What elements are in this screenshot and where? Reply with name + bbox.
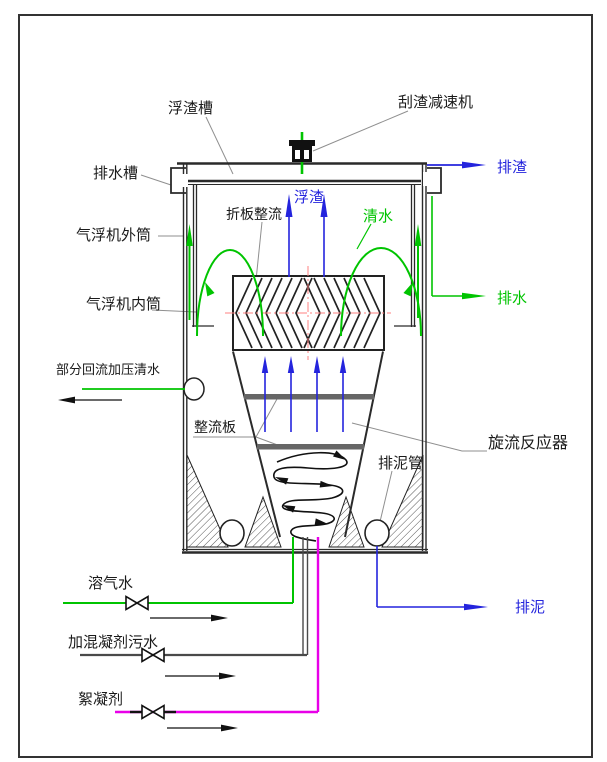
rectifier-plate-lower: [257, 444, 364, 450]
drain-trough-box: [170, 167, 188, 194]
coagulant-sewage-line: [80, 537, 309, 680]
recycle-direction-arrow: [58, 396, 122, 404]
water-out-label: 排水: [497, 290, 527, 307]
scum-trough-label: 浮渣槽: [168, 100, 213, 117]
recycle-water-line: [58, 388, 185, 404]
centerlines: [225, 266, 391, 360]
recycle-inlet-circle: [183, 377, 205, 401]
recycle-water-label: 部分回流加压清水: [56, 362, 160, 377]
valve-icon: [125, 595, 149, 611]
inner-cylinder-label: 气浮机内筒: [86, 296, 161, 313]
clear-water-label: 清水: [363, 208, 393, 225]
cyclone-reactor-funnel: [232, 351, 384, 538]
scum-label: 浮渣: [294, 189, 324, 206]
valve-icon: [141, 647, 165, 663]
flow-direction-arrow: [167, 724, 238, 732]
rectifier-plate-upper: [244, 394, 374, 400]
flocculant-line: [115, 537, 320, 732]
scraper-motor: [289, 132, 315, 174]
tank-shell: [177, 162, 428, 554]
clear-water-arcs: [196, 223, 422, 337]
folded-plate-label: 折板整流: [226, 206, 282, 222]
cyclone-reactor-label: 旋流反应器: [488, 433, 568, 452]
valve-icon: [141, 704, 165, 720]
vortex-spiral: [273, 450, 348, 542]
flow-direction-arrow: [150, 614, 228, 622]
mud-pipe-label: 排泥管: [378, 455, 423, 472]
flocculant-label: 絮凝剂: [78, 691, 123, 708]
drain-trough-label: 排水槽: [93, 165, 138, 182]
water-out-line: [431, 196, 486, 300]
folded-plate-box: [225, 266, 391, 360]
clear-water-arc-right: [340, 247, 422, 337]
scum-outlet-notch: [423, 172, 432, 186]
rectifier-plate-label: 整流板: [194, 419, 236, 435]
mud-out-label: 排泥: [515, 599, 545, 616]
dissolved-air-water-line: [63, 537, 294, 622]
under-plate-up-arrows: [261, 356, 347, 432]
inner-cylinder: [192, 184, 416, 327]
clear-water-arc-left: [196, 249, 264, 337]
drain-trough-notch: [179, 174, 188, 187]
mud-pipe-circle-left: [219, 519, 245, 547]
clear-water-leader: [356, 223, 372, 250]
scum-out-line: [427, 161, 486, 169]
drawing-border: [18, 14, 593, 758]
outer-cylinder-label: 气浮机外筒: [76, 227, 151, 244]
scraper-reducer-label: 刮渣减速机: [398, 94, 473, 111]
flow-direction-arrow: [165, 672, 236, 680]
mud-out-line: [376, 546, 488, 611]
coagulant-sewage-label: 加混凝剂污水: [68, 634, 158, 651]
hatch-zones: [186, 454, 424, 548]
dissolved-air-water-label: 溶气水: [88, 575, 133, 592]
scum-up-arrows: [285, 194, 328, 277]
scum-out-label: 排渣: [497, 159, 527, 176]
mud-pipe-circle-right: [364, 519, 390, 547]
scum-outlet-box: [423, 167, 442, 194]
